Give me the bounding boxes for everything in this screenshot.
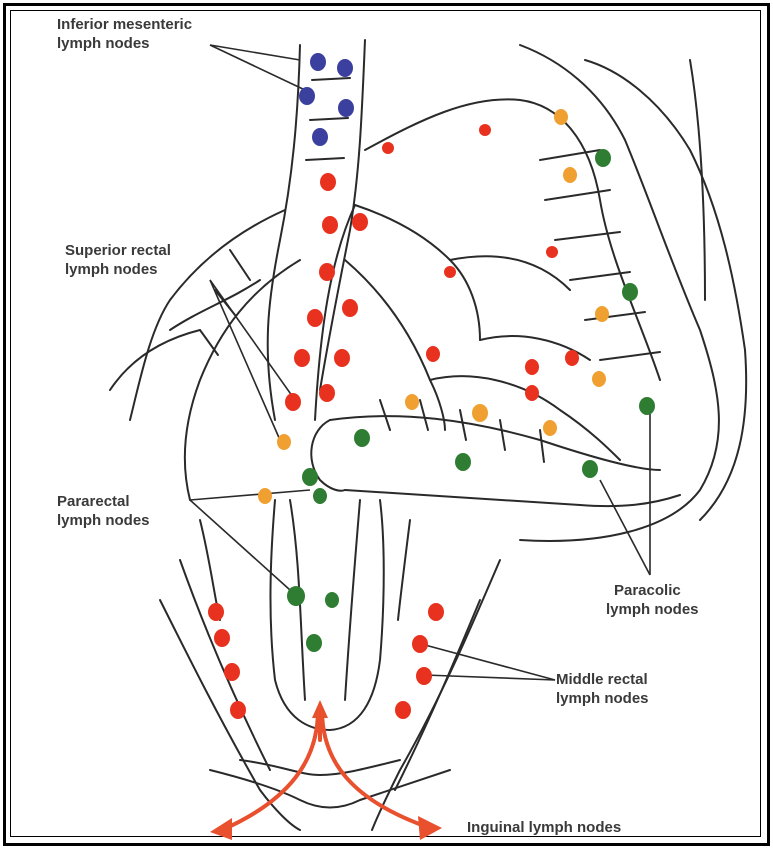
lymph-node bbox=[455, 453, 471, 471]
label-line: lymph nodes bbox=[606, 600, 699, 619]
lymph-node bbox=[592, 371, 606, 387]
label-inferior-mesenteric: Inferior mesenteric lymph nodes bbox=[57, 15, 192, 53]
lymph-node bbox=[416, 667, 432, 685]
lymph-node bbox=[525, 359, 539, 375]
lymph-node bbox=[412, 635, 428, 653]
lymph-node bbox=[472, 404, 488, 422]
lymph-node bbox=[405, 394, 419, 410]
label-line: Middle rectal bbox=[556, 670, 649, 689]
lymph-node bbox=[395, 701, 411, 719]
lymph-node bbox=[320, 173, 336, 191]
lymph-node bbox=[214, 629, 230, 647]
label-line: lymph nodes bbox=[57, 34, 192, 53]
lymph-node bbox=[307, 309, 323, 327]
lymph-node bbox=[224, 663, 240, 681]
lymph-node bbox=[563, 167, 577, 183]
inferior-mesenteric-node-group bbox=[299, 53, 354, 146]
label-line: Inferior mesenteric bbox=[57, 15, 192, 34]
lymph-node bbox=[313, 488, 327, 504]
lymph-node bbox=[302, 468, 318, 486]
lymph-node bbox=[342, 299, 358, 317]
lymph-node bbox=[277, 434, 291, 450]
lymph-node bbox=[444, 266, 456, 278]
lymph-node bbox=[639, 397, 655, 415]
label-line: Paracolic bbox=[606, 581, 699, 600]
leader-lines bbox=[190, 45, 650, 680]
lymph-node bbox=[319, 384, 335, 402]
label-superior-rectal: Superior rectal lymph nodes bbox=[65, 241, 171, 279]
lymph-node bbox=[306, 634, 322, 652]
lymph-node bbox=[622, 283, 638, 301]
lymph-node bbox=[525, 385, 539, 401]
lymph-node bbox=[595, 149, 611, 167]
lymph-node bbox=[565, 350, 579, 366]
label-line: Superior rectal bbox=[65, 241, 171, 260]
label-paracolic: Paracolic lymph nodes bbox=[606, 581, 699, 619]
label-middle-rectal: Middle rectal lymph nodes bbox=[556, 670, 649, 708]
lymph-node bbox=[208, 603, 224, 621]
lymph-node bbox=[230, 701, 246, 719]
label-line: lymph nodes bbox=[65, 260, 171, 279]
drainage-arrows bbox=[222, 710, 430, 830]
lymph-node bbox=[325, 592, 339, 608]
lymph-node bbox=[294, 349, 310, 367]
lymph-node bbox=[428, 603, 444, 621]
lymph-node bbox=[299, 87, 315, 105]
lymph-node bbox=[546, 246, 558, 258]
lymph-node bbox=[319, 263, 335, 281]
lymph-node bbox=[337, 59, 353, 77]
label-line: lymph nodes bbox=[556, 689, 649, 708]
lymph-node bbox=[352, 213, 368, 231]
lymph-node bbox=[287, 586, 305, 606]
lymph-node bbox=[582, 460, 598, 478]
lymph-node bbox=[334, 349, 350, 367]
lymph-node bbox=[338, 99, 354, 117]
label-inguinal: Inguinal lymph nodes bbox=[467, 818, 621, 837]
lymph-node bbox=[543, 420, 557, 436]
lymph-node bbox=[426, 346, 440, 362]
lymph-node bbox=[285, 393, 301, 411]
lymph-node bbox=[322, 216, 338, 234]
lymph-node bbox=[354, 429, 370, 447]
lymph-node bbox=[554, 109, 568, 125]
label-line: Pararectal bbox=[57, 492, 150, 511]
lymph-node bbox=[479, 124, 491, 136]
lymph-node bbox=[258, 488, 272, 504]
lymph-node bbox=[595, 306, 609, 322]
lymph-node bbox=[310, 53, 326, 71]
label-line: Inguinal lymph nodes bbox=[467, 818, 621, 837]
label-pararectal: Pararectal lymph nodes bbox=[57, 492, 150, 530]
lymph-node bbox=[312, 128, 328, 146]
superior-rectal-node-group bbox=[208, 124, 579, 719]
lymph-node bbox=[382, 142, 394, 154]
paracolic-node-group bbox=[287, 149, 655, 652]
label-line: lymph nodes bbox=[57, 511, 150, 530]
